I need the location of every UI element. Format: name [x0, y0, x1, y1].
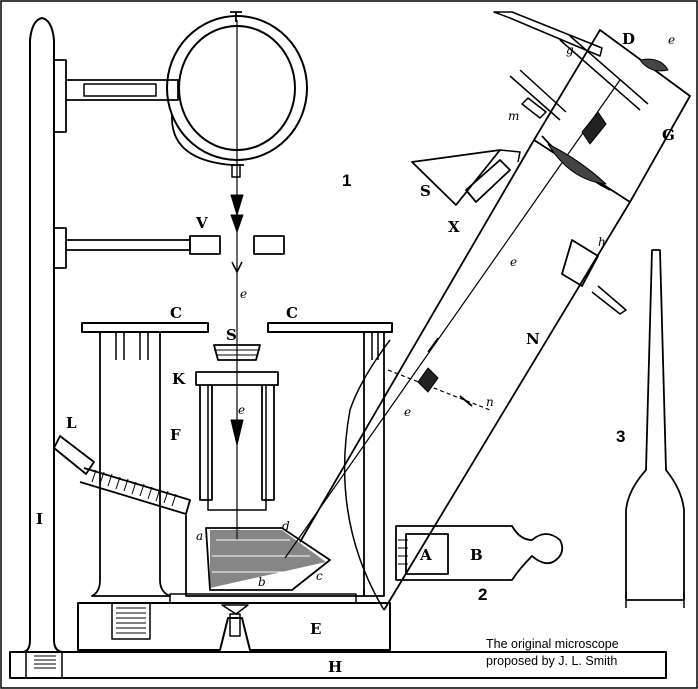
stage-C-right — [267, 322, 393, 333]
label-A: A — [419, 546, 432, 564]
clamp-h — [561, 239, 599, 287]
label-m: m — [508, 109, 519, 123]
label-c: c — [316, 569, 323, 583]
label-N: N — [526, 330, 540, 348]
label-d: d — [282, 519, 290, 533]
label-fig3: 3 — [616, 427, 625, 446]
label-F: F — [170, 426, 181, 444]
label-b: b — [258, 575, 266, 589]
prism — [205, 527, 331, 591]
label-n: n — [486, 395, 494, 409]
drawing — [9, 11, 691, 679]
label-h: h — [598, 235, 606, 249]
slide-fig2 — [395, 525, 564, 581]
label-e-top: e — [668, 33, 675, 47]
label-V: V — [195, 214, 208, 232]
screw-L-head — [53, 435, 95, 475]
label-D: D — [622, 30, 635, 48]
labels: 1 2 3 D G g m e S X h e N n e V e C C S … — [36, 30, 675, 676]
label-a: a — [196, 529, 203, 543]
label-B: B — [470, 546, 483, 564]
label-C-left: C — [170, 304, 182, 322]
stage-S — [411, 149, 501, 206]
label-E: E — [310, 620, 321, 638]
clamp-X — [465, 159, 511, 203]
label-e-tube: e — [510, 255, 517, 269]
label-e-inner: e — [238, 403, 245, 417]
base-plate-H — [9, 651, 667, 679]
caption-line-1: The original microscope — [486, 637, 619, 651]
label-K: K — [172, 370, 186, 388]
caption-line-2: proposed by J. L. Smith — [486, 654, 617, 668]
label-X: X — [448, 218, 460, 236]
caption: The original microscope proposed by J. L… — [486, 637, 619, 668]
label-e-mid: e — [240, 287, 247, 301]
label-G: G — [662, 126, 675, 144]
label-C-right: C — [286, 304, 298, 322]
label-L: L — [66, 414, 77, 432]
label-H: H — [328, 658, 342, 676]
label-S-center: S — [226, 326, 237, 344]
stage-C-left — [81, 322, 209, 333]
pillar-I — [21, 17, 65, 653]
label-fig2: 2 — [478, 585, 487, 604]
tube-F — [199, 385, 275, 501]
label-S-stage: S — [420, 182, 431, 200]
label-g: g — [566, 43, 574, 57]
label-e-lower: e — [404, 405, 411, 419]
label-fig1: 1 — [342, 171, 351, 190]
label-I: I — [36, 510, 43, 528]
base-block-E — [77, 602, 391, 651]
collar-K — [195, 371, 279, 386]
